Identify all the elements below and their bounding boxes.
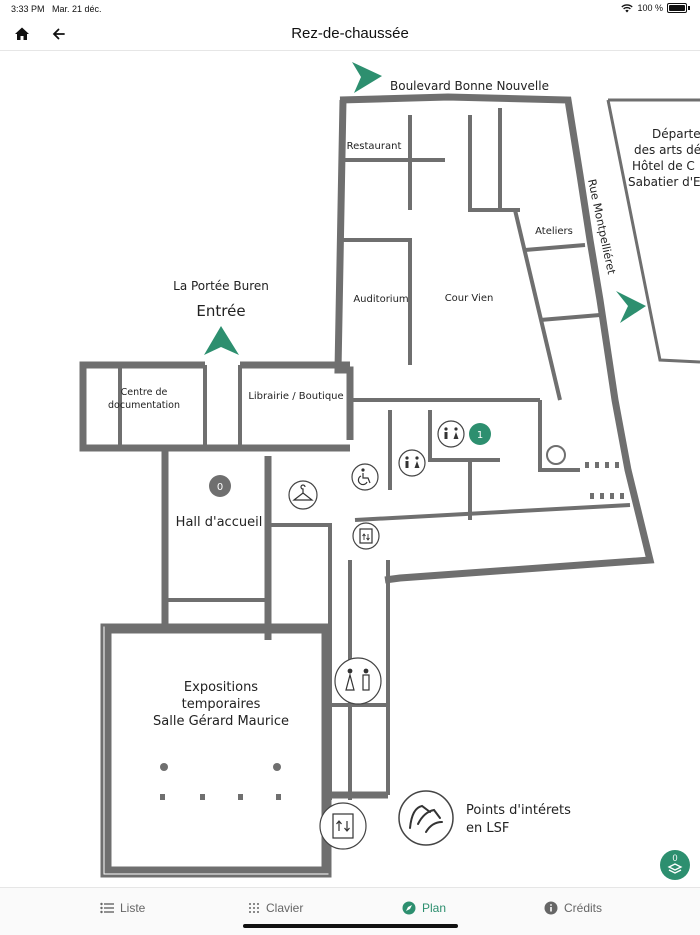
home-indicator	[243, 924, 458, 928]
small-symbols	[546, 445, 624, 499]
north-arrow-icon	[352, 62, 382, 93]
wheelchair-icon[interactable]	[351, 463, 379, 491]
cloakroom-icon[interactable]	[288, 480, 318, 510]
toilets-icon[interactable]	[398, 449, 426, 477]
toilets-icon[interactable]	[437, 420, 465, 448]
room-expo-line1[interactable]: Expositions	[184, 680, 258, 695]
elevator-icon[interactable]	[352, 522, 380, 550]
info-icon	[544, 901, 558, 915]
room-expo-line3[interactable]: Salle Gérard Maurice	[153, 714, 289, 729]
back-button[interactable]	[48, 24, 70, 44]
room-hall[interactable]: Hall d'accueil	[176, 515, 263, 530]
home-button[interactable]	[11, 24, 33, 44]
neighbor-line-3: Hôtel de C	[632, 159, 695, 173]
tab-credits-label: Crédits	[564, 901, 603, 915]
page-title: Rez-de-chaussée	[291, 25, 409, 42]
room-labels: Restaurant Ateliers Auditorium Cour Vien…	[108, 141, 573, 729]
tab-liste-label: Liste	[120, 901, 146, 915]
neighbor-line-1: Départe	[652, 127, 700, 141]
sign-language-icon[interactable]	[398, 790, 454, 846]
level-selector-label: 0	[672, 853, 678, 863]
floor-plan-svg[interactable]: Boulevard Bonne Nouvelle Rue Montpelliér…	[0, 51, 700, 887]
battery-percent: 100 %	[637, 3, 663, 13]
room-cour-vien[interactable]: Cour Vien	[445, 293, 494, 304]
layers-icon	[667, 863, 683, 874]
room-centre-doc-line2[interactable]: documentation	[108, 400, 180, 411]
entrance-title: Entrée	[196, 302, 245, 320]
room-auditorium[interactable]: Auditorium	[353, 294, 408, 305]
walls-thin	[100, 98, 700, 878]
neighbor-building: Départe des arts dé Hôtel de C Sabatier …	[628, 127, 700, 189]
walls-outer	[79, 93, 655, 874]
street-north-label: Boulevard Bonne Nouvelle	[390, 79, 549, 93]
room-restaurant[interactable]: Restaurant	[347, 141, 402, 152]
tab-clavier-label: Clavier	[266, 901, 304, 915]
home-icon	[15, 27, 29, 40]
room-librairie[interactable]: Librairie / Boutique	[248, 391, 343, 402]
arrow-left-icon	[52, 28, 65, 40]
marker-level-0-label: 0	[217, 482, 223, 493]
room-centre-doc-line1[interactable]: Centre de	[121, 387, 168, 398]
direction-arrows	[204, 62, 646, 355]
status-date: Mar. 21 déc.	[52, 4, 102, 14]
battery-icon	[667, 3, 687, 13]
battery-tip	[688, 6, 690, 10]
status-time: 3:33 PM	[11, 4, 45, 14]
neighbor-line-4: Sabatier d'E	[628, 175, 700, 189]
poi-icons	[288, 420, 465, 850]
room-ateliers[interactable]: Ateliers	[535, 226, 573, 237]
compass-icon	[402, 901, 416, 915]
marker-level-0[interactable]: 0	[209, 475, 231, 497]
tab-plan[interactable]: Plan	[402, 898, 446, 918]
keypad-icon	[249, 903, 259, 913]
neighbor-line-2: des arts dé	[634, 143, 700, 157]
status-bar: 3:33 PM Mar. 21 déc. 100 %	[0, 0, 700, 18]
expo-columns	[160, 763, 281, 800]
floor-map[interactable]: Boulevard Bonne Nouvelle Rue Montpelliér…	[0, 51, 700, 887]
entrance-subtitle: La Portée Buren	[173, 279, 269, 293]
tab-credits[interactable]: Crédits	[544, 898, 602, 918]
status-right: 100 %	[621, 3, 690, 13]
wifi-icon	[621, 3, 634, 12]
legend-line2: en LSF	[466, 821, 509, 836]
list-icon	[100, 902, 114, 914]
legend-line1: Points d'intérets	[466, 803, 571, 818]
nav-bar: Rez-de-chaussée	[0, 18, 700, 51]
room-expo-line2[interactable]: temporaires	[182, 697, 261, 712]
entrance-arrow-icon	[204, 326, 239, 355]
elevator-icon[interactable]	[319, 802, 367, 850]
tab-liste[interactable]: Liste	[100, 898, 145, 918]
tab-clavier[interactable]: Clavier	[248, 898, 303, 918]
marker-level-1-label: 1	[477, 430, 483, 441]
marker-level-1[interactable]: 1	[469, 423, 491, 445]
east-arrow-icon	[616, 291, 646, 323]
toilets-icon[interactable]	[334, 657, 382, 705]
level-selector-button[interactable]: 0	[660, 850, 690, 880]
walls-inner	[118, 108, 631, 800]
tab-plan-label: Plan	[422, 901, 447, 915]
